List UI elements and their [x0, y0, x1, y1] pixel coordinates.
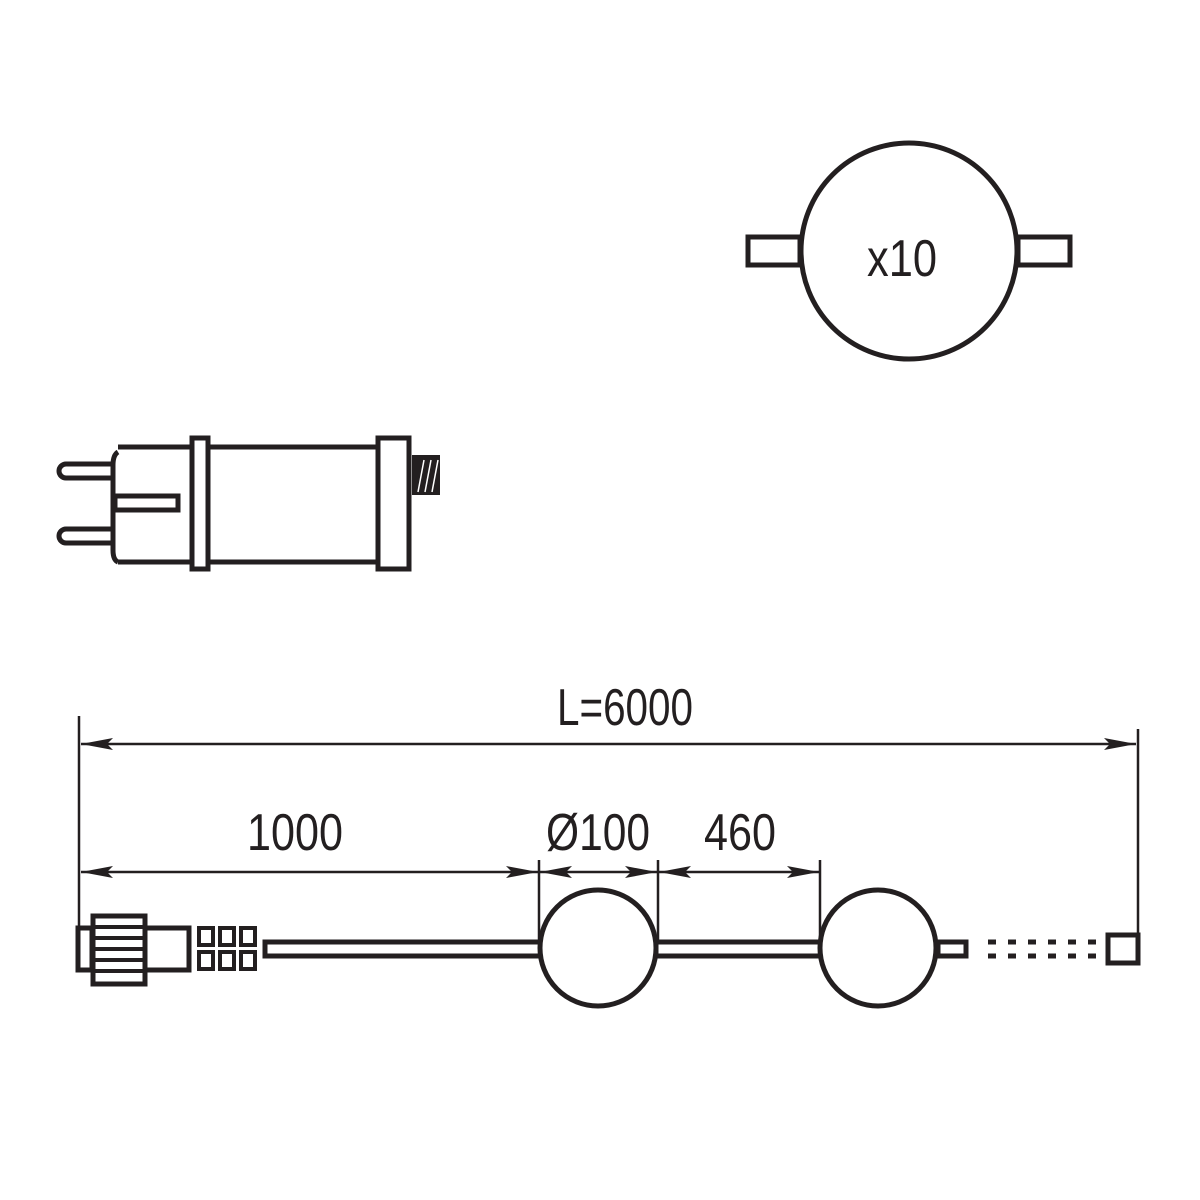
cable-continuation-dashed: [988, 939, 1108, 959]
dimensions: [77, 716, 1140, 945]
plug-earth-slot: [112, 493, 181, 513]
module-ball: [798, 140, 1020, 362]
power-plug: [56, 435, 440, 572]
light-string: [75, 887, 1141, 1009]
end-cap: [1105, 932, 1141, 966]
cable-stub: [935, 939, 969, 959]
cable-segment: [653, 939, 825, 959]
diameter-label: Ø100: [546, 804, 650, 862]
led-ball-2: [817, 887, 939, 1009]
cable-segment: [262, 939, 545, 959]
plug-pin-bottom: [56, 526, 113, 546]
led-ball-1: [537, 887, 659, 1009]
quantity-label: x10: [867, 230, 937, 288]
module-tab-right: [1015, 234, 1073, 268]
plug-ring: [189, 435, 211, 572]
total-length-label: L=6000: [557, 679, 693, 737]
module-tab-left: [745, 234, 803, 268]
led-module: x10: [745, 140, 1073, 362]
spacing-label: 460: [704, 804, 776, 862]
lead-length-label: 1000: [247, 804, 343, 862]
connector: [75, 913, 257, 987]
plug-end-cap: [375, 435, 412, 572]
plug-pin-top: [56, 461, 113, 481]
